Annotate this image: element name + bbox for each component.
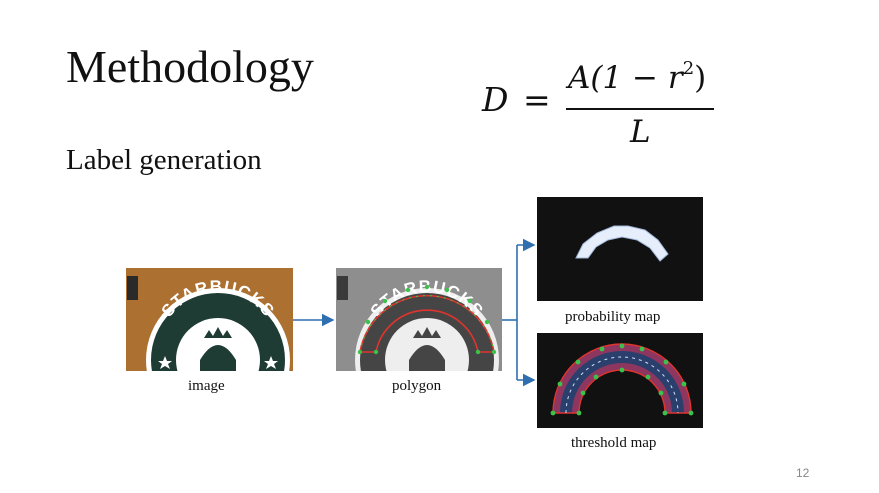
caption-polygon: polygon (392, 378, 442, 394)
image-panel: STARBUCKS (126, 268, 293, 371)
formula-numerator-prefix: A(1 − (568, 60, 668, 96)
formula: D = A(1 − r2) L (482, 58, 722, 150)
slide-title: Methodology (66, 41, 314, 92)
caption-image: image (188, 378, 225, 394)
formula-numerator-var: r (667, 60, 683, 96)
caption-probability-map: probability map (565, 309, 661, 325)
polygon-panel: STARBUCKS (336, 268, 502, 371)
probability-map-panel (537, 197, 703, 301)
formula-fraction-bar (566, 108, 714, 110)
formula-denominator: L (630, 114, 651, 150)
page-number: 12 (796, 466, 810, 480)
flow-arrows (293, 238, 536, 387)
formula-equals: = (523, 80, 551, 119)
formula-numerator: A(1 − r2) (568, 58, 706, 96)
slide-subtitle: Label generation (66, 144, 262, 176)
formula-numerator-exp: 2 (682, 58, 695, 79)
formula-numerator-suffix: ) (694, 60, 707, 96)
threshold-map-panel (537, 333, 703, 428)
caption-threshold-map: threshold map (571, 435, 657, 451)
formula-lhs: D (482, 80, 509, 119)
